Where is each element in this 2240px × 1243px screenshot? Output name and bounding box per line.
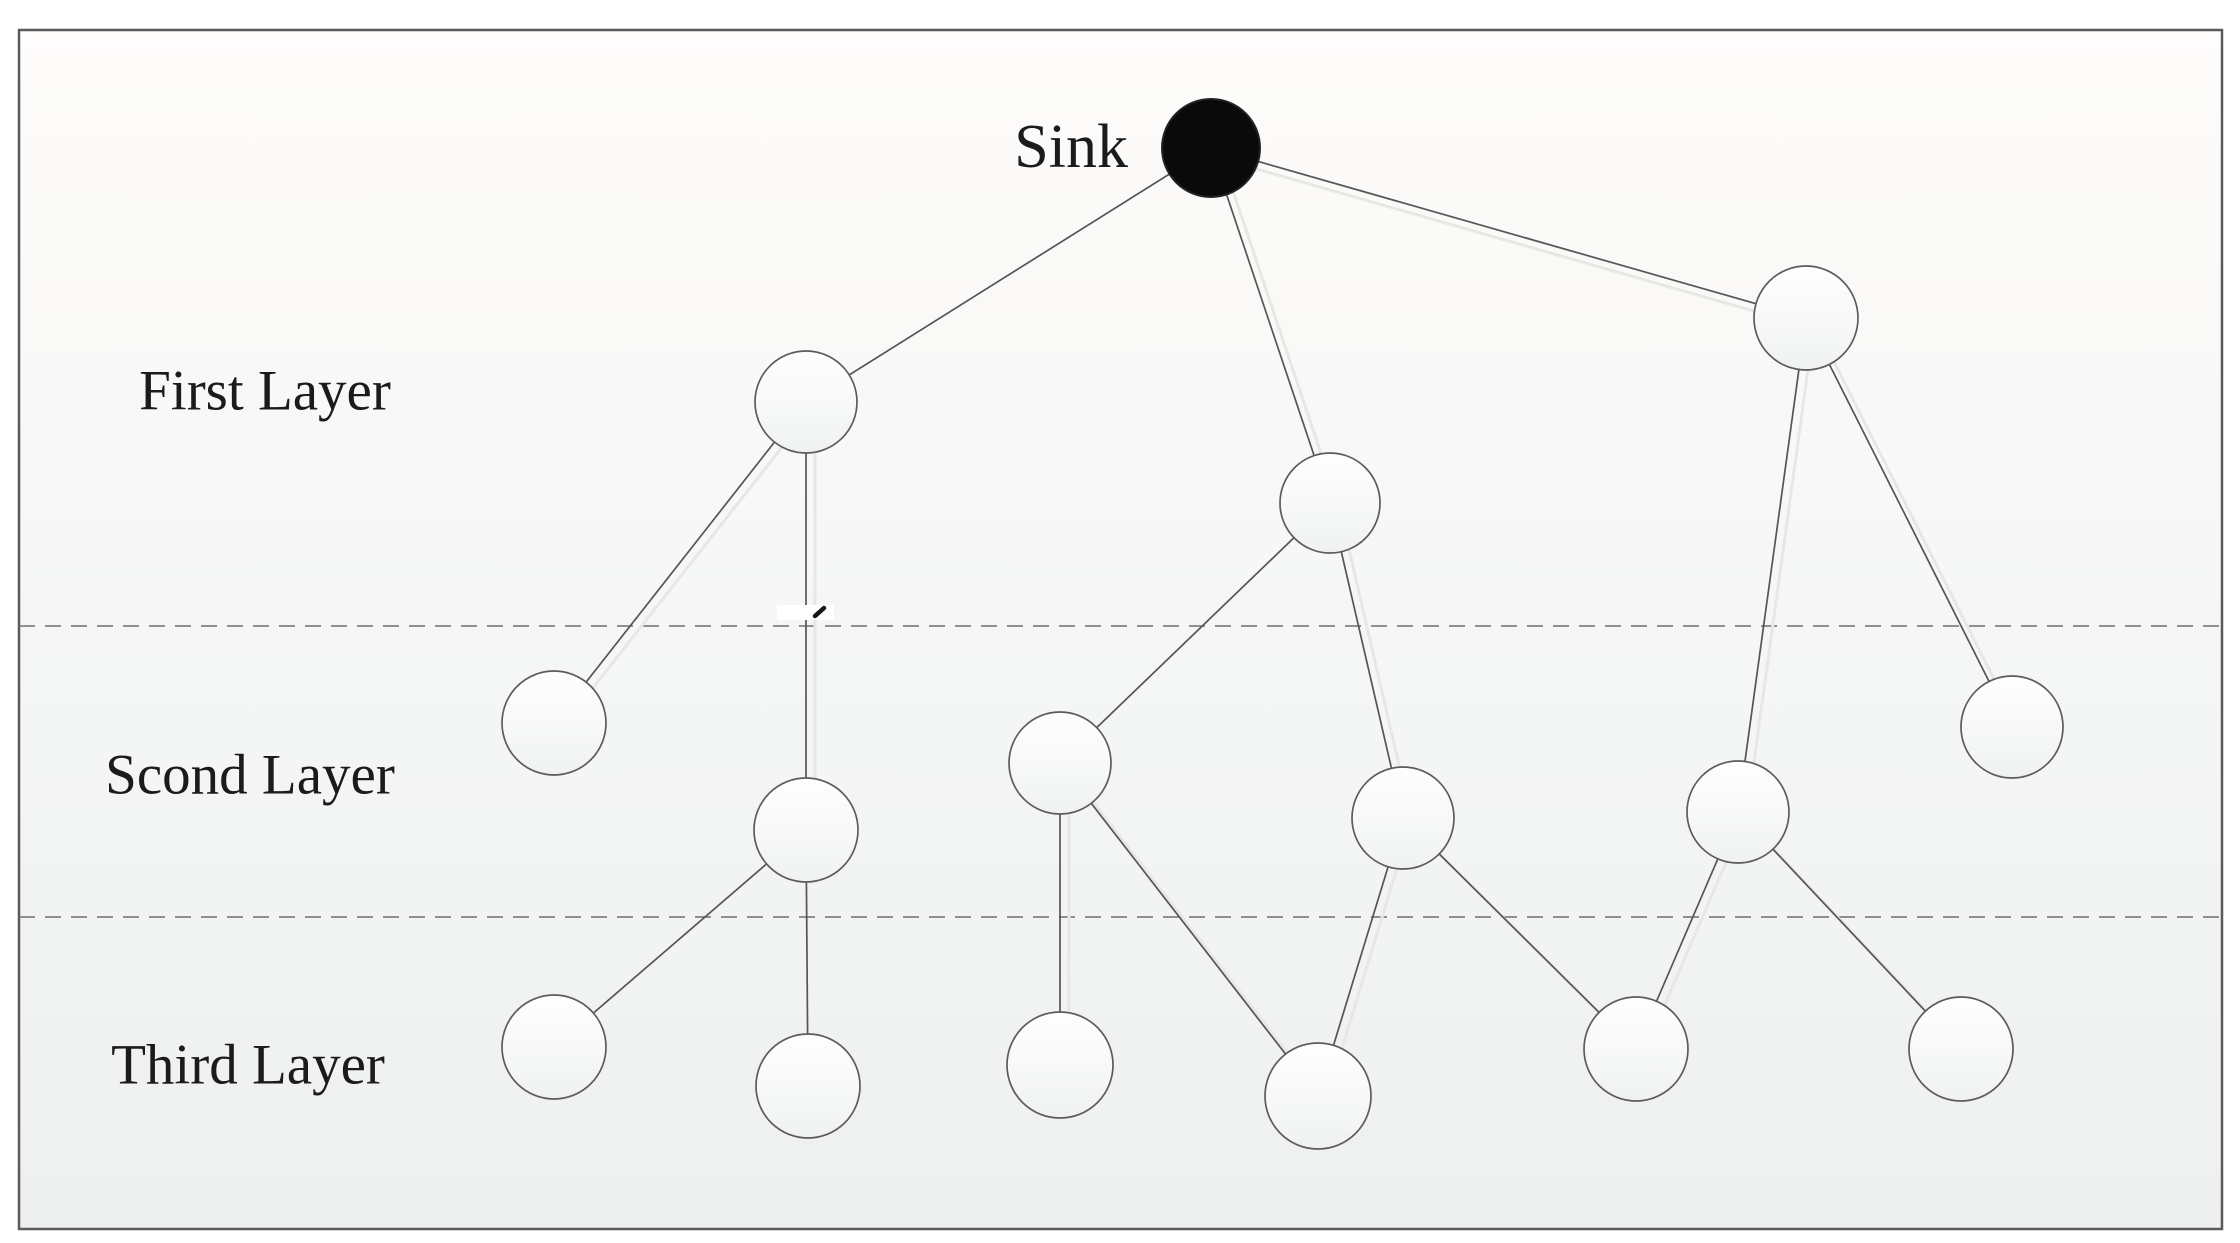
edge-f3-s5 — [1737, 317, 1807, 813]
node-s4 — [1351, 766, 1455, 870]
edge-sink-f2 — [1210, 147, 1331, 504]
edge-shadow-f1-s1 — [559, 406, 815, 730]
edge-shadow-f3-s6 — [1812, 321, 2022, 732]
figure-frame — [17, 28, 2224, 1231]
edge-f3-s6 — [1805, 317, 2013, 728]
node-f3 — [1753, 265, 1859, 371]
artifact-patch — [777, 605, 834, 620]
node-s2 — [753, 777, 859, 883]
edge-sink-f3 — [1210, 147, 1807, 319]
edge-s2-t1 — [553, 829, 807, 1048]
edge-shadow-sink-f3 — [1213, 155, 1809, 329]
node-sink — [1161, 98, 1261, 198]
node-t2 — [755, 1033, 861, 1139]
edge-f2-s3 — [1059, 502, 1331, 764]
edge-f2-s4 — [1329, 502, 1404, 819]
edge-f1-s1 — [553, 401, 807, 724]
node-s5 — [1686, 760, 1790, 864]
node-t3 — [1006, 1011, 1114, 1119]
node-s3 — [1008, 711, 1112, 815]
edge-shadow-f3-s5 — [1745, 319, 1817, 814]
edge-shadow-s3-t4 — [1065, 767, 1327, 1103]
first-layer-label: First Layer — [139, 359, 391, 423]
sink-label: Sink — [1014, 113, 1128, 181]
edge-s5-t6 — [1737, 811, 1962, 1050]
edge-sink-f1 — [805, 147, 1212, 403]
node-t1 — [501, 994, 607, 1100]
node-t5 — [1583, 996, 1689, 1102]
node-s6 — [1960, 675, 2064, 779]
artifact-mark — [812, 605, 827, 619]
node-f2 — [1279, 452, 1381, 554]
edge-s3-t4 — [1059, 762, 1319, 1097]
node-t4 — [1264, 1042, 1372, 1150]
edge-s4-t5 — [1402, 817, 1637, 1050]
third-layer-label: Third Layer — [111, 1033, 385, 1097]
second-layer-label: Scond Layer — [105, 743, 395, 807]
node-t6 — [1908, 996, 2014, 1102]
node-f1 — [754, 350, 858, 454]
node-s1 — [501, 670, 607, 776]
edge-shadow-sink-f2 — [1218, 150, 1340, 507]
